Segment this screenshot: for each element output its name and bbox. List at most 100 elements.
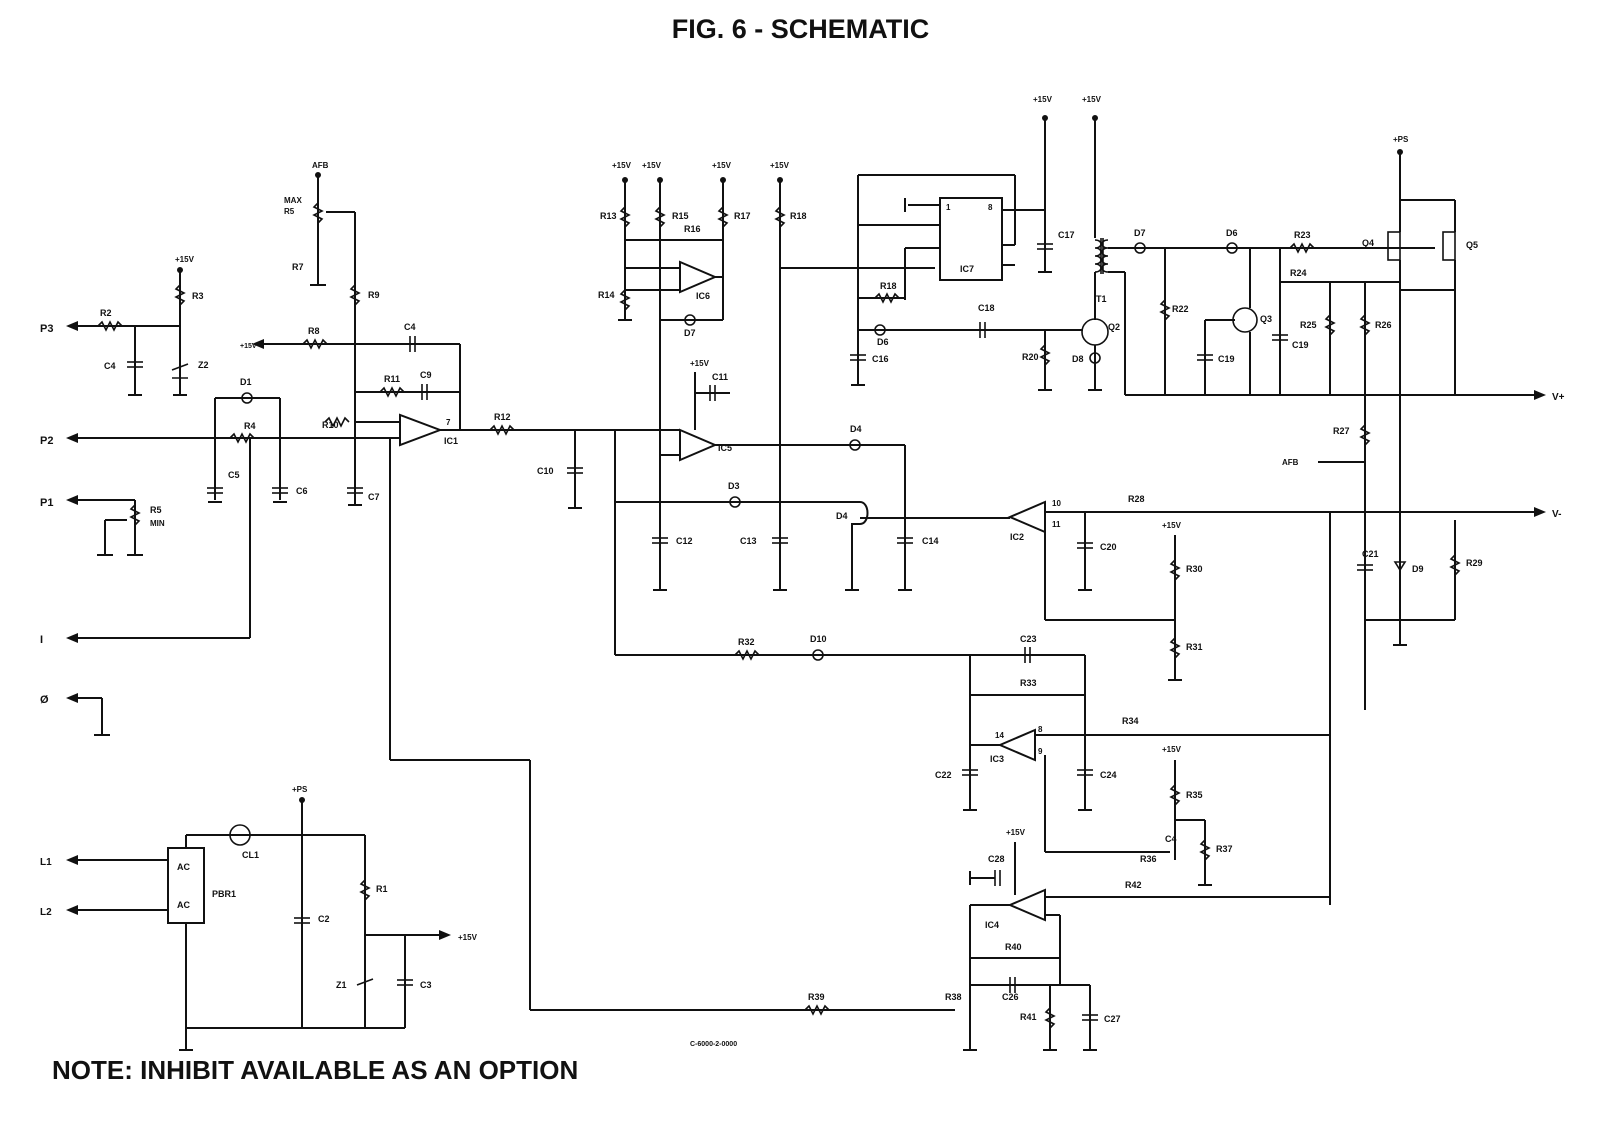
- ic3-stage: R32 D10 C23 R33 IC3 14 8 9 R34 C22 C24 +…: [734, 634, 1330, 886]
- svg-text:+15V: +15V: [770, 161, 790, 170]
- svg-text:+15V: +15V: [712, 161, 732, 170]
- reference-network: +15V R3 R2 C4 Z2: [97, 255, 209, 396]
- svg-text:C10: C10: [537, 466, 554, 476]
- pin-l1-label: L1: [40, 857, 52, 868]
- svg-text:R20: R20: [1022, 352, 1039, 362]
- svg-text:IC6: IC6: [696, 291, 710, 301]
- vout-plus-label: V+: [1552, 392, 1565, 403]
- svg-text:R26: R26: [1375, 320, 1392, 330]
- svg-text:C23: C23: [1020, 634, 1037, 644]
- svg-text:R38: R38: [945, 992, 962, 1002]
- svg-text:9: 9: [1038, 747, 1043, 756]
- svg-text:+15V: +15V: [1162, 521, 1182, 530]
- svg-text:R12: R12: [494, 412, 511, 422]
- svg-text:MAX: MAX: [284, 196, 302, 205]
- ic7-stage: IC7 1 8 R18 D6 C16 C18: [850, 174, 1045, 386]
- svg-text:D4: D4: [836, 511, 848, 521]
- svg-text:R34: R34: [1122, 716, 1139, 726]
- svg-text:D1: D1: [240, 377, 252, 387]
- svg-text:IC5: IC5: [718, 443, 732, 453]
- inhibit-note: NOTE: INHIBIT AVAILABLE AS AN OPTION: [52, 1055, 579, 1085]
- ic4-stage: +15V C28 IC4 R42 R40 C26 R41 C27 R39 R38: [690, 828, 1330, 1051]
- svg-text:R7: R7: [292, 262, 304, 272]
- input-filter: D1 R4 C5 C6: [207, 377, 308, 638]
- svg-text:R24: R24: [1290, 268, 1307, 278]
- svg-text:C4: C4: [104, 361, 116, 371]
- svg-text:D9: D9: [1412, 564, 1424, 574]
- svg-text:+15V: +15V: [458, 933, 478, 942]
- output-stage: D7 D6 R23 R22 C19 Q3 C19 R24 R25 R26 V+: [1108, 135, 1565, 710]
- svg-text:+15V: +15V: [1162, 745, 1182, 754]
- svg-text:Q4: Q4: [1362, 238, 1374, 248]
- svg-text:R4: R4: [244, 421, 256, 431]
- svg-text:10: 10: [1052, 499, 1061, 508]
- svg-text:C9: C9: [420, 370, 432, 380]
- svg-text:IC3: IC3: [990, 754, 1004, 764]
- svg-text:C19: C19: [1218, 354, 1235, 364]
- min-pot: R5 MIN: [97, 500, 165, 556]
- svg-text:AC: AC: [177, 862, 190, 872]
- pin-p2-label: P2: [40, 435, 53, 447]
- svg-text:C13: C13: [740, 536, 757, 546]
- svg-text:R2: R2: [100, 308, 112, 318]
- svg-text:R42: R42: [1125, 880, 1142, 890]
- svg-text:8: 8: [1038, 725, 1043, 734]
- input-pins: P3 P2 P1 I Ø: [40, 321, 400, 736]
- svg-text:T1: T1: [1096, 294, 1107, 304]
- svg-text:D7: D7: [684, 328, 696, 338]
- svg-text:R23: R23: [1294, 230, 1311, 240]
- svg-text:R28: R28: [1128, 494, 1145, 504]
- svg-text:+PS: +PS: [292, 785, 308, 794]
- svg-text:R5: R5: [284, 207, 295, 216]
- svg-text:D10: D10: [810, 634, 827, 644]
- svg-text:R11: R11: [384, 374, 400, 384]
- ic1-stage: IC1 7 +15V R8 C4 R11 C9 R10 C7 R12: [240, 322, 955, 1011]
- figure-title: FIG. 6 - SCHEMATIC: [671, 14, 930, 44]
- svg-text:C19: C19: [1292, 340, 1309, 350]
- svg-text:D7: D7: [1134, 228, 1146, 238]
- svg-text:Z1: Z1: [336, 980, 347, 990]
- svg-text:C20: C20: [1100, 542, 1117, 552]
- svg-text:C22: C22: [935, 770, 952, 780]
- pin-inhibit-label: I: [40, 634, 43, 646]
- c10: C10: [537, 430, 970, 656]
- svg-text:C6: C6: [296, 486, 308, 496]
- svg-text:C21: C21: [1362, 549, 1379, 559]
- svg-text:R8: R8: [308, 326, 320, 336]
- svg-text:R39: R39: [808, 992, 825, 1002]
- svg-text:IC1: IC1: [444, 436, 458, 446]
- svg-text:+15V: +15V: [1082, 95, 1102, 104]
- svg-text:7: 7: [446, 418, 451, 427]
- svg-text:C24: C24: [1100, 770, 1117, 780]
- svg-text:CL1: CL1: [242, 850, 259, 860]
- svg-text:R3: R3: [192, 291, 204, 301]
- svg-text:C28: C28: [988, 854, 1005, 864]
- svg-text:D6: D6: [1226, 228, 1238, 238]
- svg-text:R22: R22: [1172, 304, 1189, 314]
- svg-text:C27: C27: [1104, 1014, 1121, 1024]
- svg-text:R33: R33: [1020, 678, 1037, 688]
- drawing-number: C-6000-2-0000: [690, 1041, 737, 1048]
- svg-text:C26: C26: [1002, 992, 1019, 1002]
- feedback-network: R27 AFB C21 D9 R29: [1282, 424, 1483, 646]
- svg-text:R13: R13: [600, 211, 617, 221]
- svg-text:R29: R29: [1466, 558, 1483, 568]
- svg-text:14: 14: [995, 731, 1004, 740]
- pin-p3-label: P3: [40, 323, 53, 335]
- svg-text:C18: C18: [978, 303, 995, 313]
- svg-text:D6: D6: [877, 337, 889, 347]
- svg-text:R40: R40: [1005, 942, 1022, 952]
- svg-text:R15: R15: [672, 211, 689, 221]
- svg-text:R16: R16: [684, 224, 701, 234]
- svg-text:C4: C4: [404, 322, 416, 332]
- svg-text:+15V: +15V: [175, 255, 195, 264]
- power-supply: L1 L2 AC AC PBR1 CL1 +PS C2 R1 +15V Z1 C…: [40, 785, 478, 1051]
- svg-text:R32: R32: [738, 637, 755, 647]
- svg-text:+15V: +15V: [690, 359, 710, 368]
- svg-text:+15V: +15V: [612, 161, 632, 170]
- svg-text:R17: R17: [734, 211, 751, 221]
- svg-text:R41: R41: [1020, 1012, 1037, 1022]
- svg-text:IC7: IC7: [960, 264, 974, 274]
- pin-ground-label: Ø: [40, 694, 49, 706]
- svg-text:D4: D4: [850, 424, 862, 434]
